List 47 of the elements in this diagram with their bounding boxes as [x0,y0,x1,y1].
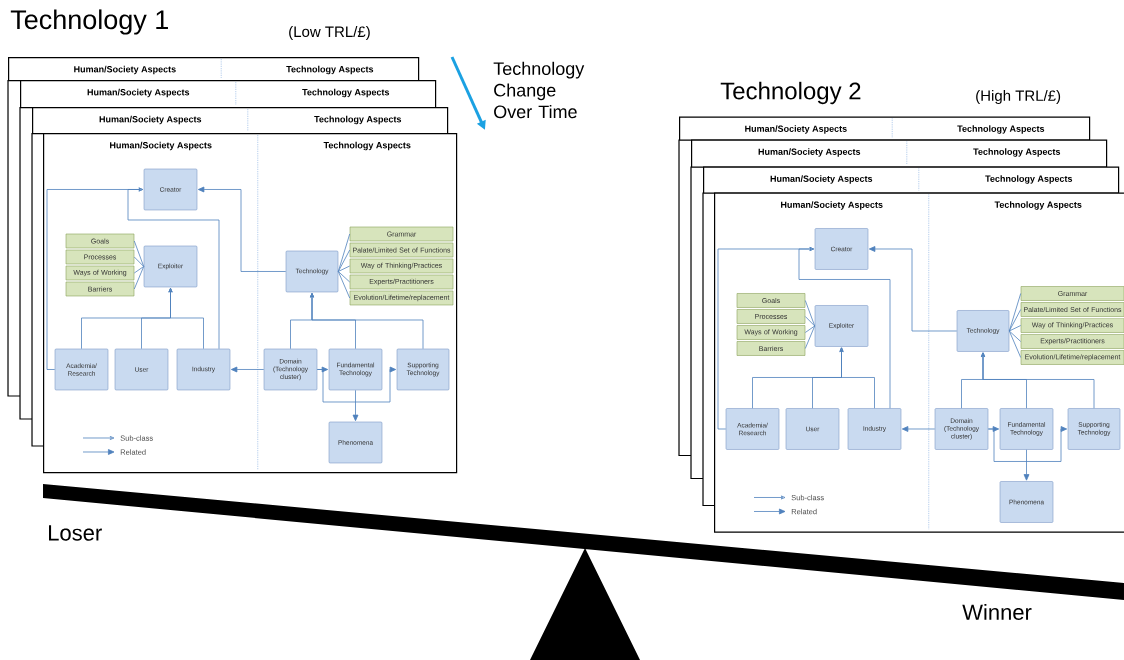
heading-text: Technology 1 [10,9,168,35]
heading-text: Loser [49,525,102,541]
connector-line [337,271,351,283]
connector-line [804,325,816,333]
connector-line [337,265,351,272]
diagram-sheet: Human/Society Aspects Technology Aspects [32,107,449,135]
connector-line [337,233,351,272]
connector-line [133,266,145,290]
heading-text: Winner [962,603,1032,621]
arrow [798,247,891,409]
connector-line [337,249,351,272]
arrow [839,347,875,409]
connector-line [133,256,145,267]
arrow [352,389,359,422]
arrow [197,186,287,272]
diagram-sheet: Human/Society Aspects Technology Aspects [691,139,1108,168]
arrow [868,246,958,332]
heading-text: (Low TRL/£) [289,26,370,40]
arrow [1023,449,1030,481]
diagram-sheet: Human/Society Aspects Technology Aspects [20,80,437,109]
diagram-sheet: Human/Society Aspects Technology Aspects [8,57,420,82]
arrow [901,426,936,432]
connector-line [1008,325,1022,332]
connector-line [337,271,351,299]
connector-line [1008,330,1022,358]
connector-line [133,266,145,274]
arrow [717,247,815,430]
heading-text: Technology 2 [720,81,861,105]
connector-line [804,300,816,327]
arrow [127,187,220,350]
heading-text: (High TRL/£) [976,90,1061,104]
arrow [987,426,1068,462]
diagram-sheet: Human/Society Aspects Technology Aspects [679,116,1091,141]
connector-line [1008,293,1022,332]
arrow [316,366,397,403]
diagram-sheet: Human/Society Aspects Technology Aspects [703,166,1120,194]
connector-line [804,316,816,327]
arrow [981,352,1095,409]
arrow [46,187,144,370]
arrow [230,366,265,373]
arrow [310,292,424,350]
arrow [168,287,204,350]
connector-line [1008,309,1022,332]
connector-line [133,240,145,267]
connector-line [1008,330,1022,342]
heading-text: Technology Change Over Time [493,61,585,119]
connector-line [804,325,816,349]
